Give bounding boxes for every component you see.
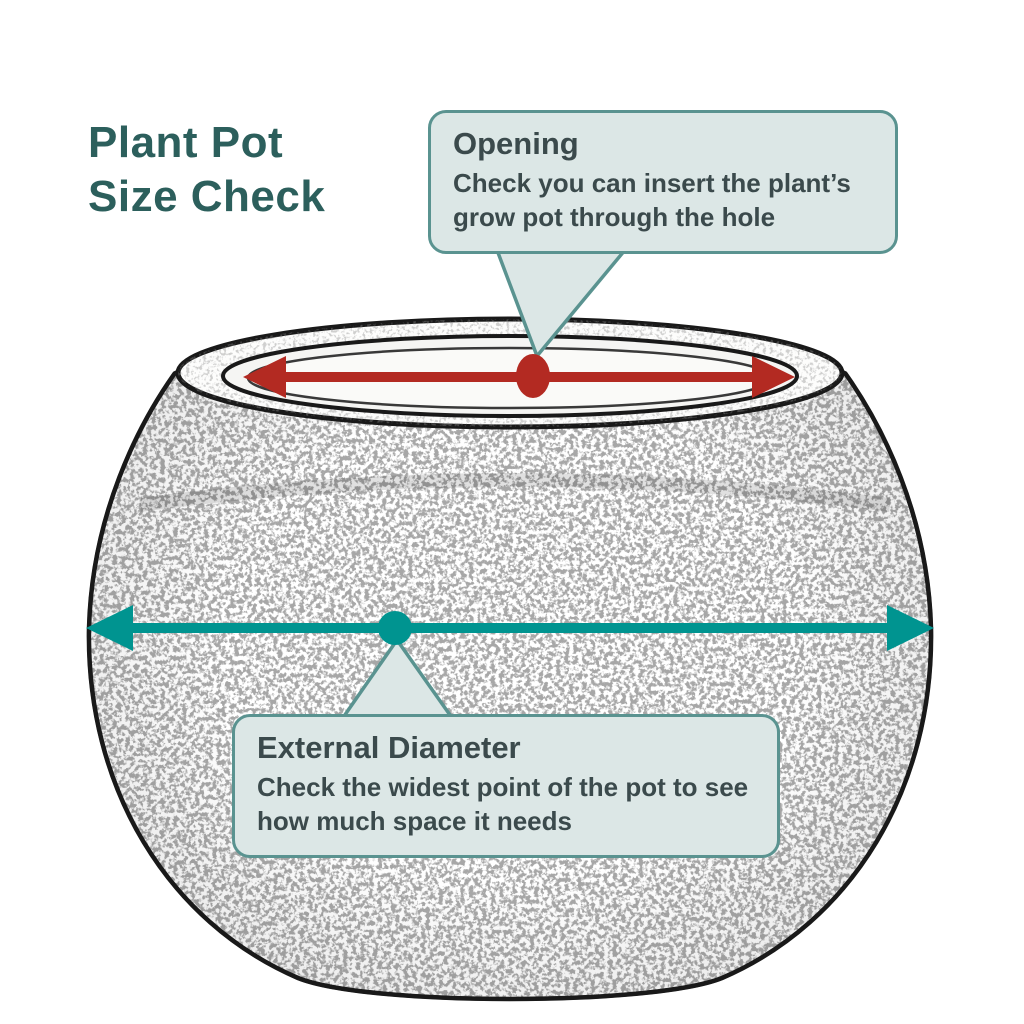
opening-arrow-right-head	[752, 356, 795, 398]
page-title: Plant Pot Size Check	[88, 116, 325, 223]
opening-arrow	[243, 354, 795, 398]
opening-arrow-left-head	[243, 356, 286, 398]
external-diameter-arrow	[86, 605, 934, 651]
external-diameter-right-head	[887, 605, 934, 651]
external-diameter-callout: External Diameter Check the widest point…	[232, 714, 780, 858]
opening-callout-title: Opening	[453, 126, 579, 161]
page-title-line2: Size Check	[88, 171, 326, 221]
opening-arrow-dot	[516, 354, 550, 398]
opening-callout: Opening Check you can insert the plant’s…	[428, 110, 898, 254]
external-diameter-callout-body: Check the widest point of the pot to see…	[257, 772, 749, 836]
external-diameter-left-head	[86, 605, 133, 651]
external-diameter-dot	[378, 611, 412, 645]
page-title-line1: Plant Pot	[88, 118, 284, 167]
pot-rim	[175, 316, 845, 430]
opening-callout-body: Check you can insert the plant’s grow po…	[453, 168, 851, 232]
external-diameter-callout-title: External Diameter	[257, 730, 521, 765]
